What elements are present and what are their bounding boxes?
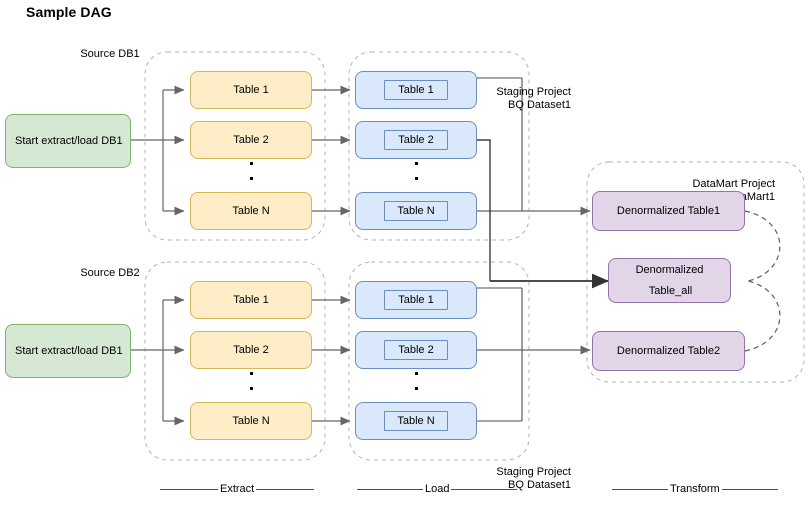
node-label: Start extract/load DB1: [15, 135, 123, 147]
ellipsis-dot: [414, 372, 418, 375]
diagram-canvas: Sample DAG: [5, 4, 805, 495]
group-label-staging-top: Staging Project BQ Dataset1: [496, 86, 571, 111]
node-start-extract-load-db1-top[interactable]: Start extract/load DB1: [5, 114, 131, 168]
edge-denorm2-to-tableall: [744, 280, 781, 352]
node-label: Table 2: [233, 134, 269, 146]
node-extract-bottom-table-2[interactable]: Table 2: [190, 331, 312, 369]
stage-label-load: Load: [357, 483, 518, 495]
ellipsis-dot: [249, 387, 253, 390]
node-label: Table N: [232, 415, 270, 427]
node-load-bottom-table-1[interactable]: Table 1: [355, 281, 477, 319]
stage-label-transform: Transform: [612, 483, 778, 495]
node-inner-box: Table 1: [384, 80, 448, 100]
node-inner-box: Table N: [384, 201, 448, 221]
node-label: Denormalized Table1: [616, 205, 721, 217]
node-label: Table N: [397, 205, 435, 217]
stage-label-extract: Extract: [160, 483, 315, 495]
node-label: Table 1: [233, 294, 269, 306]
node-extract-top-table-n[interactable]: Table N: [190, 192, 312, 230]
node-label: Table 2: [398, 134, 434, 146]
ellipsis-dot: [414, 387, 418, 390]
node-label: Table 1: [398, 84, 434, 96]
ellipsis-extract-top: [241, 162, 261, 180]
group-label-staging-bottom: Staging Project BQ Dataset1: [496, 466, 571, 491]
ellipsis-dot: [414, 162, 418, 165]
node-inner-box: Table 2: [384, 130, 448, 150]
node-label: Table 2: [398, 344, 434, 356]
stage-rule-left: [160, 488, 218, 490]
node-label: Table 1: [398, 294, 434, 306]
node-load-top-table-1[interactable]: Table 1: [355, 71, 477, 109]
node-load-top-table-n[interactable]: Table N: [355, 192, 477, 230]
stage-rule-right: [256, 488, 315, 490]
stage-rule-right: [721, 488, 778, 490]
node-extract-top-table-2[interactable]: Table 2: [190, 121, 312, 159]
group-label-source-db1: Source DB1: [80, 48, 140, 60]
node-denormalized-table-all[interactable]: Denormalized Table_all: [608, 258, 731, 303]
stage-rule-left: [357, 488, 423, 490]
edge-ldtop2-to-allbus: [477, 139, 491, 281]
node-start-extract-load-db1-bottom[interactable]: Start extract/load DB1: [5, 324, 131, 378]
node-load-bottom-table-n[interactable]: Table N: [355, 402, 477, 440]
stage-rule-left: [612, 488, 668, 490]
node-label: Table N: [232, 205, 270, 217]
ellipsis-dot: [249, 372, 253, 375]
stage-label-text: Transform: [670, 483, 720, 495]
node-inner-box: Table 1: [384, 290, 448, 310]
node-load-top-table-2[interactable]: Table 2: [355, 121, 477, 159]
node-label: Table 2: [233, 344, 269, 356]
ellipsis-dot: [414, 177, 418, 180]
node-extract-top-table-1[interactable]: Table 1: [190, 71, 312, 109]
ellipsis-load-top: [406, 162, 426, 180]
node-label: Table N: [397, 415, 435, 427]
stage-label-text: Extract: [220, 483, 255, 495]
node-inner-box: Table 2: [384, 340, 448, 360]
node-denormalized-table1[interactable]: Denormalized Table1: [592, 191, 745, 231]
node-label-line2: Table_all: [648, 285, 693, 297]
ellipsis-dot: [249, 162, 253, 165]
node-label: Denormalized Table2: [616, 345, 721, 357]
node-label-line1: Denormalized: [635, 264, 704, 276]
node-extract-bottom-table-n[interactable]: Table N: [190, 402, 312, 440]
node-label: Table 1: [233, 84, 269, 96]
node-extract-bottom-table-1[interactable]: Table 1: [190, 281, 312, 319]
stage-label-text: Load: [425, 483, 450, 495]
ellipsis-extract-bottom: [241, 372, 261, 390]
stage-rule-right: [451, 488, 518, 490]
node-inner-box: Table N: [384, 411, 448, 431]
node-load-bottom-table-2[interactable]: Table 2: [355, 331, 477, 369]
page-title: Sample DAG: [26, 4, 112, 20]
ellipsis-load-bottom: [406, 372, 426, 390]
ellipsis-dot: [249, 177, 253, 180]
group-label-source-db2: Source DB2: [80, 267, 140, 279]
node-denormalized-table2[interactable]: Denormalized Table2: [592, 331, 745, 371]
node-label: Start extract/load DB1: [15, 345, 123, 357]
